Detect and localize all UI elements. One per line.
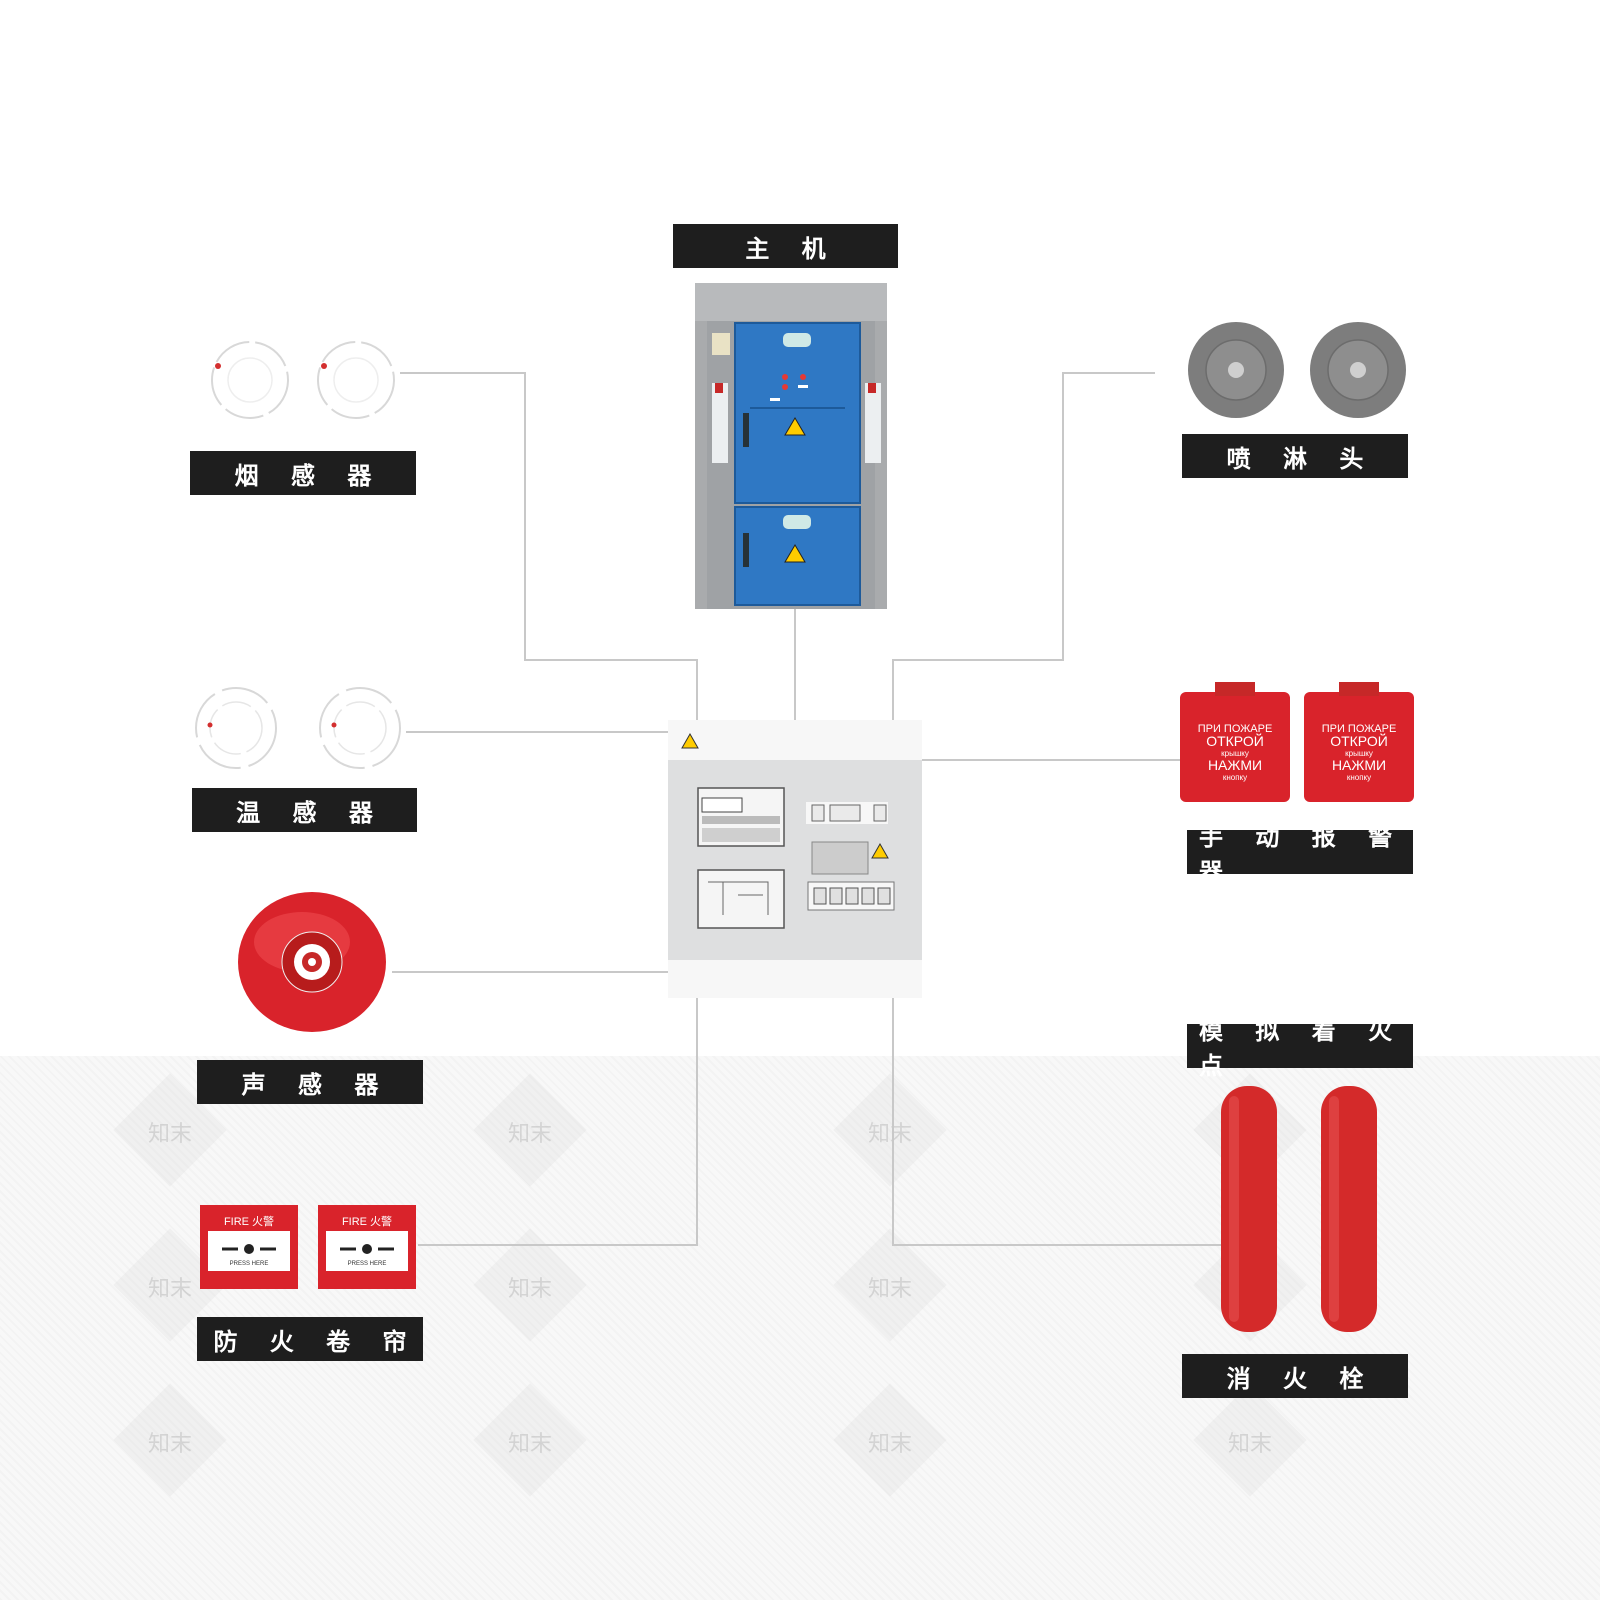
fire-cylinders[interactable] [1221, 1086, 1381, 1334]
watermark-text: 知末 [147, 1277, 192, 1302]
ignition-label: 模 拟 着 火 点 [1187, 1017, 1413, 1080]
sprinkler-label-text: 喷 淋 头 [1226, 444, 1376, 473]
heat-label-text: 温 感 器 [236, 798, 385, 827]
shutter-label-text: 防 火 卷 帘 [213, 1327, 419, 1356]
watermark-text: 知末 [867, 1432, 912, 1457]
cylinder-icon [1221, 1086, 1377, 1332]
watermark-text: 知末 [1227, 1432, 1272, 1457]
control-panel[interactable] [668, 720, 922, 998]
hydrant-label: 消 火 栓 [1182, 1354, 1408, 1398]
sprinkler-label: 喷 淋 头 [1182, 434, 1408, 478]
host-label-text: 主 机 [745, 234, 838, 263]
watermark-text: 知末 [507, 1122, 552, 1147]
manual-line1-b: ПРИ ПОЖАРЕ [1322, 723, 1397, 735]
watermark-text: 知末 [147, 1122, 192, 1147]
manual-line2-a: ОТКРОЙ [1206, 732, 1264, 749]
watermark-text: 知末 [147, 1432, 192, 1457]
host-label: 主 机 [673, 224, 898, 268]
manual-line2-b: ОТКРОЙ [1330, 732, 1388, 749]
manual-line1-a: ПРИ ПОЖАРЕ [1198, 723, 1273, 735]
alarm-bell[interactable] [236, 886, 392, 1034]
heat-detector-icon [195, 687, 401, 769]
shutter-buttons[interactable]: FIRE 火警 PRESS HERE FIRE 火警 PRESS HERE [200, 1205, 420, 1291]
host-cabinet[interactable] [695, 283, 887, 609]
smoke-detector-icon [211, 341, 395, 419]
sprinklers[interactable] [1186, 320, 1412, 420]
shutter-brand-2: FIRE 火警 [342, 1214, 392, 1228]
manual-line4-a: НАЖМИ [1208, 757, 1262, 773]
shutter-press-2: PRESS HERE [348, 1261, 387, 1267]
manual-line3-b: крышку [1345, 749, 1373, 758]
smoke-detectors[interactable] [208, 340, 398, 422]
manual-alarms[interactable]: ПРИ ПОЖАРЕ ОТКРОЙ крышку НАЖМИ кнопку ПР… [1180, 682, 1416, 806]
shutter-brand-1: FIRE 火警 [224, 1214, 274, 1228]
heat-detectors[interactable] [192, 686, 406, 772]
manual-label-text: 手 动 报 警 器 [1199, 823, 1405, 886]
bell-icon [238, 892, 386, 1032]
wire-shutter [418, 998, 698, 1246]
watermark-text: 知末 [867, 1277, 912, 1302]
watermark-text: 知末 [507, 1277, 552, 1302]
manual-line4-b: НАЖМИ [1332, 757, 1386, 773]
manual-line5-b: кнопку [1347, 773, 1371, 782]
shutter-label: 防 火 卷 帘 [197, 1317, 423, 1361]
sound-label: 声 感 器 [197, 1060, 423, 1104]
ignition-label-text: 模 拟 着 火 点 [1199, 1017, 1405, 1080]
smoke-label: 烟 感 器 [190, 451, 416, 495]
manual-line3-a: крышку [1221, 749, 1249, 758]
manual-line5-a: кнопку [1223, 773, 1247, 782]
manual-button-icon: FIRE 火警 PRESS HERE FIRE 火警 PRESS HERE [200, 1205, 416, 1289]
manual-alarm-icon: ПРИ ПОЖАРЕ ОТКРОЙ крышку НАЖМИ кнопку ПР… [1180, 682, 1414, 802]
sprinkler-icon [1188, 322, 1406, 418]
shutter-press-1: PRESS HERE [230, 1261, 269, 1267]
watermark-text: 知末 [507, 1432, 552, 1457]
wire-sprinkler [892, 372, 1155, 720]
heat-label: 温 感 器 [192, 788, 417, 832]
watermark-text: 知末 [867, 1122, 912, 1147]
manual-label: 手 动 报 警 器 [1187, 823, 1413, 886]
wire-hydrant [892, 998, 1223, 1246]
smoke-label-text: 烟 感 器 [234, 461, 384, 490]
sound-label-text: 声 感 器 [241, 1070, 391, 1099]
wire-smoke [400, 372, 698, 720]
hydrant-label-text: 消 火 栓 [1226, 1364, 1376, 1393]
